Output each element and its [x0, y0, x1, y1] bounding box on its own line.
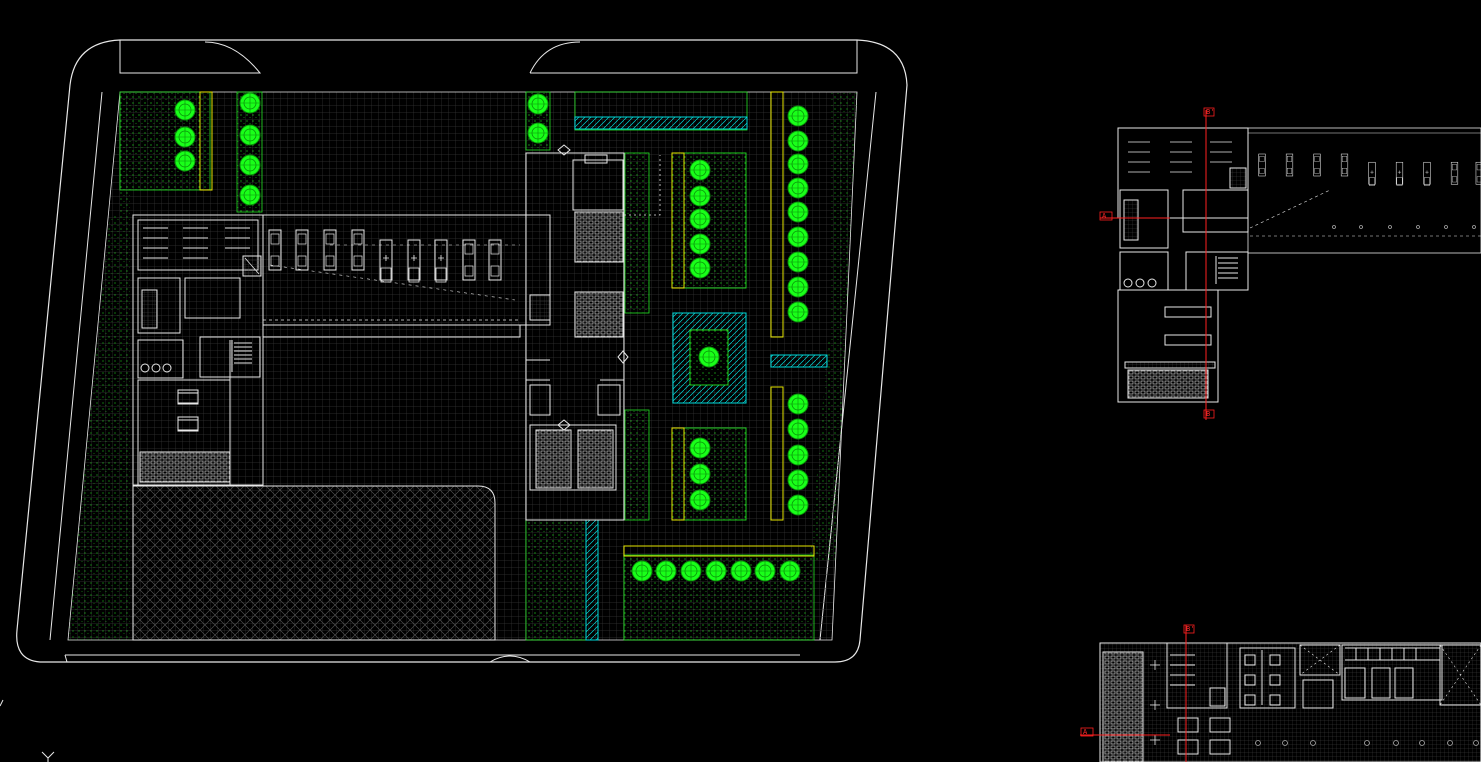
road-left-edge — [49, 91, 103, 641]
section-marker-label: B' — [1186, 625, 1195, 633]
water-channel-right — [770, 354, 828, 368]
floor-plan-lower — [1080, 624, 1481, 762]
floor-plan-upper — [1099, 107, 1481, 420]
parking-crosshatch — [132, 485, 496, 641]
tree-row-top-left — [174, 91, 263, 213]
road-bottom-curb — [64, 654, 800, 663]
landscape-lower-lawn — [525, 519, 587, 641]
section-marker-label: B' — [1206, 108, 1215, 116]
landscape-strip-mid-lower — [624, 409, 650, 521]
landscape-strip-right — [810, 92, 857, 560]
section-marker-label: A — [1102, 212, 1107, 220]
section-marker-label: A — [1083, 728, 1088, 736]
road-outline-outer — [16, 39, 908, 663]
building-middle-corridor — [229, 325, 521, 485]
site-plan-main — [16, 39, 908, 663]
road-top-curb — [119, 40, 858, 74]
landscape-top-right-lawn — [574, 91, 748, 131]
tree-column-right-lower — [770, 386, 809, 521]
landscape-strip-left — [68, 92, 130, 640]
planter-lower — [671, 427, 747, 521]
building-west-wing — [132, 214, 264, 486]
tree-column-right — [770, 91, 809, 338]
planter-central-fountain — [672, 312, 747, 404]
landscape-topleft-lawn — [119, 91, 211, 191]
tree-pair-center-top — [525, 91, 551, 151]
tree-row-bottom — [623, 545, 815, 582]
planter-upper — [671, 152, 747, 289]
ucs-axis-icon — [0, 699, 55, 762]
building-central-core — [525, 144, 661, 521]
landscape-strip-mid — [624, 152, 650, 314]
water-channel-top — [574, 116, 748, 130]
section-marker-label: B — [1206, 410, 1211, 418]
water-channel-vertical — [585, 519, 599, 641]
